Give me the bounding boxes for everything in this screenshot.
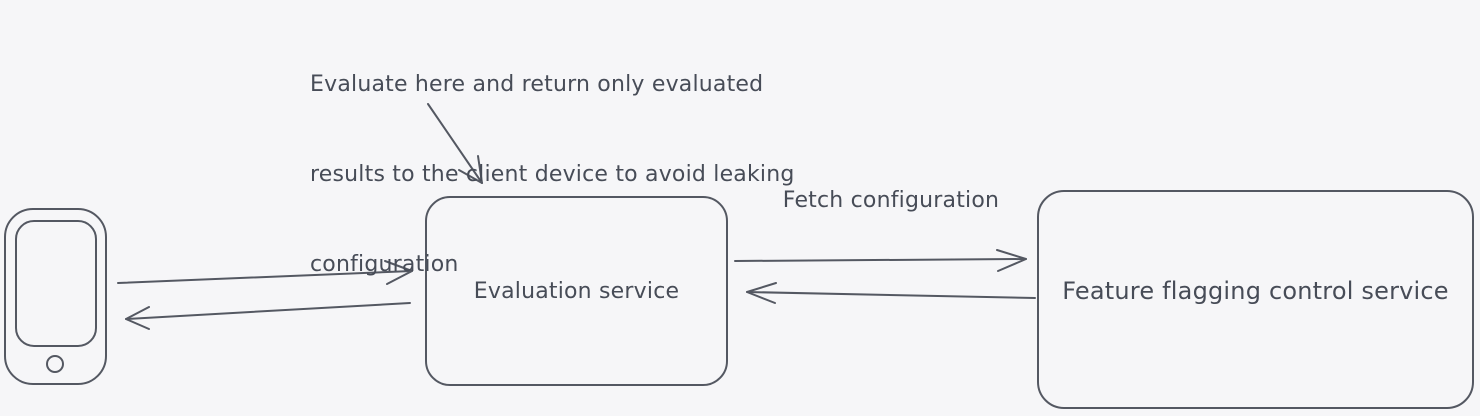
feature-flagging-service-box [1037, 190, 1474, 409]
evaluation-service-label: Evaluation service [473, 278, 680, 304]
feature-flagging-service-label: Feature flagging control service [1062, 276, 1449, 305]
evaluation-service-box [425, 196, 728, 386]
phone-screen [15, 220, 97, 347]
smartphone-icon [4, 208, 107, 385]
arrow-evaluation-to-feature [734, 249, 1027, 272]
annotation-line: configuration [310, 252, 459, 277]
arrow-annotation-pointer [427, 103, 483, 184]
annotation-line: Evaluate here and return only evaluated [310, 72, 764, 97]
phone-home-button [46, 355, 64, 373]
annotation-note: Evaluate here and return only evaluated … [310, 10, 795, 340]
arrow-evaluation-to-client [125, 302, 411, 330]
arrow-feature-to-evaluation [746, 282, 1036, 304]
annotation-line: results to the client device to avoid le… [310, 162, 795, 187]
phone-body [4, 208, 107, 385]
arrow-client-to-evaluation [117, 260, 413, 285]
fetch-configuration-label: Fetch configuration [782, 188, 1000, 213]
